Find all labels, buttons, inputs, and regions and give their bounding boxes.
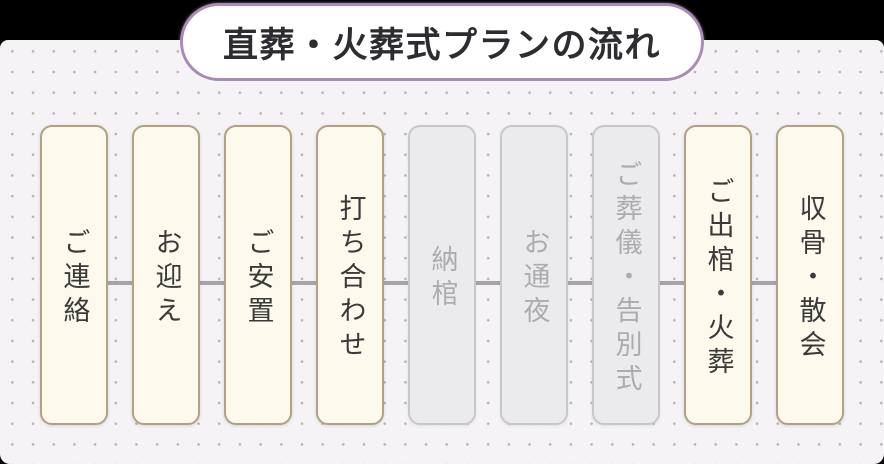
step-label: ご葬儀・告別式 (610, 159, 642, 398)
step-label: ご連絡 (58, 227, 90, 330)
step-card-funeral-service: ご葬儀・告別式 (592, 125, 660, 425)
step-label: お通夜 (518, 227, 550, 330)
step-label: 納棺 (426, 244, 458, 313)
step-label: ご出棺・火葬 (702, 176, 734, 381)
step-card-contact: ご連絡 (40, 125, 108, 425)
step-card-wake: お通夜 (500, 125, 568, 425)
step-card-bone-collection: 収骨・散会 (776, 125, 844, 425)
flow-panel: ご連絡 お迎え ご安置 打ち合わせ 納棺 お通夜 ご葬儀・告別式 ご出棺・火葬 … (0, 40, 884, 464)
page-title: 直葬・火葬式プランの流れ (222, 25, 662, 66)
step-card-meeting: 打ち合わせ (316, 125, 384, 425)
step-card-pickup: お迎え (132, 125, 200, 425)
title-badge: 直葬・火葬式プランの流れ (179, 3, 705, 81)
step-card-cremation: ご出棺・火葬 (684, 125, 752, 425)
step-label: 打ち合わせ (334, 193, 366, 364)
step-flow: ご連絡 お迎え ご安置 打ち合わせ 納棺 お通夜 ご葬儀・告別式 ご出棺・火葬 … (40, 125, 844, 425)
step-card-repose: ご安置 (224, 125, 292, 425)
step-label: お迎え (150, 227, 182, 330)
step-label: ご安置 (242, 227, 274, 330)
step-label: 収骨・散会 (794, 193, 826, 364)
step-card-encoffining: 納棺 (408, 125, 476, 425)
